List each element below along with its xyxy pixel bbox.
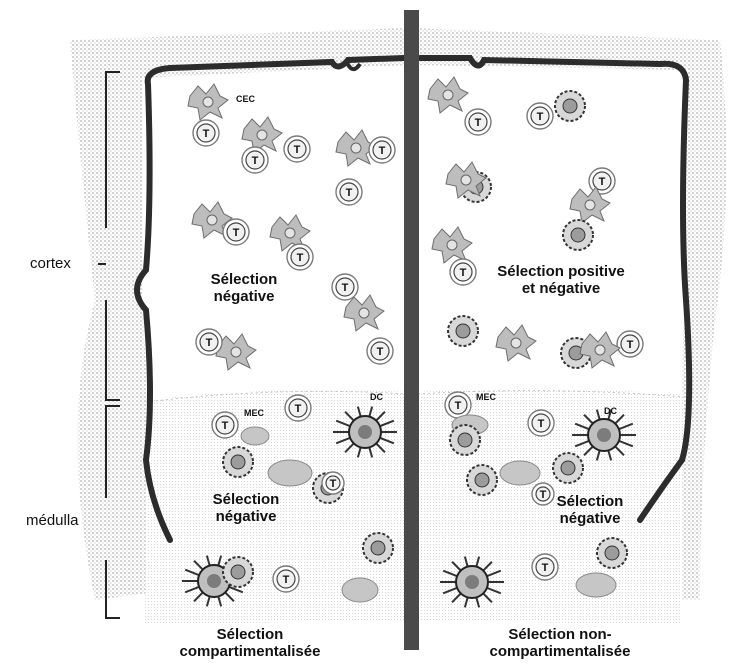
medullary-epithelial-cell	[500, 461, 540, 485]
macrophage	[555, 91, 585, 121]
t-cell: T	[445, 392, 471, 418]
t-cell-label: T	[283, 574, 290, 586]
medullary-epithelial-cell	[576, 573, 616, 597]
right-medulla-selection: Sélection négative	[540, 494, 640, 528]
dc-label-right: DC	[604, 406, 617, 416]
t-cell-label: T	[599, 176, 606, 188]
t-cell-label: T	[252, 155, 259, 167]
t-cell: T	[285, 395, 311, 421]
macrophage	[563, 220, 593, 250]
t-cell-label: T	[377, 346, 384, 358]
t-cell-label: T	[233, 227, 240, 239]
t-cell-label: T	[542, 562, 549, 574]
t-cell: T	[322, 472, 344, 494]
medullary-epithelial-cell	[268, 460, 312, 486]
macrophage	[450, 425, 480, 455]
t-cell-label: T	[295, 403, 302, 415]
t-cell: T	[287, 244, 313, 270]
t-cell: T	[273, 566, 299, 592]
left-medulla-selection: Sélection négative	[196, 492, 296, 526]
left-cortex-selection: Sélection négative	[194, 272, 294, 306]
t-cell-label: T	[203, 128, 210, 140]
left-medulla-line2: négative	[196, 509, 296, 526]
t-cell-label: T	[297, 252, 304, 264]
macrophage	[223, 557, 253, 587]
left-footer-line2: compartimentalisée	[150, 644, 350, 661]
t-cell-label: T	[206, 337, 213, 349]
t-cell: T	[332, 274, 358, 300]
right-cortex-line2: et négative	[486, 281, 636, 298]
right-footer: Sélection non- compartimentalisée	[460, 627, 660, 661]
mec-label-right: MEC	[476, 392, 496, 402]
cortex-label: cortex	[30, 255, 71, 272]
t-cell: T	[532, 554, 558, 580]
t-cell: T	[617, 331, 643, 357]
macrophage	[467, 465, 497, 495]
macrophage	[553, 453, 583, 483]
right-medulla-line2: négative	[540, 511, 640, 528]
t-cell: T	[527, 103, 553, 129]
t-cell: T	[193, 120, 219, 146]
t-cell: T	[212, 412, 238, 438]
macrophage	[223, 447, 253, 477]
t-cell-label: T	[538, 418, 545, 430]
t-cell-label: T	[294, 144, 301, 156]
left-footer: Sélection compartimentalisée	[150, 627, 350, 661]
t-cell: T	[465, 109, 491, 135]
dc-label-left: DC	[370, 392, 383, 402]
left-cortex-line1: Sélection	[194, 272, 294, 289]
medullary-epithelial-cell	[342, 578, 378, 602]
t-cell: T	[223, 219, 249, 245]
mec-label-left: MEC	[244, 408, 264, 418]
medullary-epithelial-cell	[241, 427, 269, 445]
t-cell-label: T	[537, 111, 544, 123]
left-footer-line1: Sélection	[150, 627, 350, 644]
t-cell-label: T	[475, 117, 482, 129]
macrophage	[363, 533, 393, 563]
right-footer-line2: compartimentalisée	[460, 644, 660, 661]
t-cell: T	[242, 147, 268, 173]
t-cell-label: T	[346, 187, 353, 199]
t-cell: T	[367, 338, 393, 364]
t-cell-label: T	[455, 400, 462, 412]
t-cell-label: T	[627, 339, 634, 351]
t-cell-label: T	[330, 478, 337, 490]
t-cell: T	[528, 410, 554, 436]
t-cell-label: T	[222, 420, 229, 432]
divider-bar	[404, 10, 419, 650]
t-cell-label: T	[342, 282, 349, 294]
t-cell-label: T	[460, 267, 467, 279]
right-footer-line1: Sélection non-	[460, 627, 660, 644]
t-cell: T	[284, 136, 310, 162]
cec-label: CEC	[236, 94, 255, 104]
t-cell: T	[369, 137, 395, 163]
left-medulla-line1: Sélection	[196, 492, 296, 509]
t-cell: T	[196, 329, 222, 355]
t-cell: T	[336, 179, 362, 205]
macrophage	[597, 538, 627, 568]
medulla-label: médulla	[26, 512, 79, 529]
right-cortex-selection: Sélection positive et négative	[486, 264, 636, 298]
macrophage	[448, 316, 478, 346]
t-cell: T	[450, 259, 476, 285]
t-cell-label: T	[379, 145, 386, 157]
right-cortex-line1: Sélection positive	[486, 264, 636, 281]
right-medulla-line1: Sélection	[540, 494, 640, 511]
left-cortex-line2: négative	[194, 289, 294, 306]
